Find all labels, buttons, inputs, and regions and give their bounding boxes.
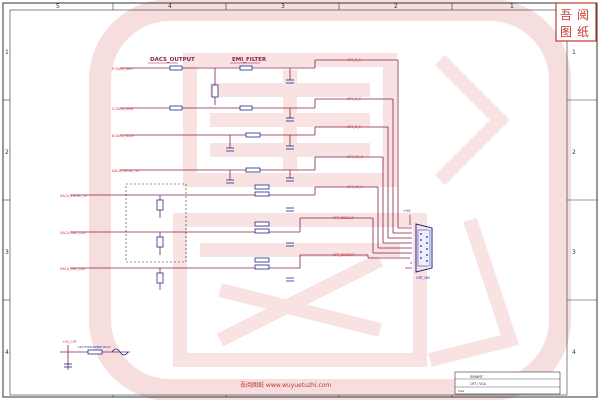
- row-label: 4: [5, 349, 9, 356]
- col-label: 1: [510, 3, 514, 10]
- net-label: CRT_G_C: [347, 97, 362, 101]
- net-label: G DACA_GRN: [112, 107, 134, 111]
- svg-text:SMART: SMART: [470, 374, 484, 379]
- rgb-red-channel: [120, 59, 399, 228]
- footer-watermark: 吾阅图纸 www.wuyuetuzhi.com: [240, 381, 331, 389]
- component-group: [169, 65, 270, 270]
- net-label: R DACA_RED: [112, 67, 133, 71]
- net-label: DACA_HSYNC_5V: [112, 169, 140, 173]
- svg-text:阅: 阅: [577, 8, 589, 22]
- net-label: DACA_DDC_CLK: [60, 231, 86, 235]
- pulldown-resistor-box: [125, 183, 187, 263]
- net-label: B DACA_BLUE: [112, 134, 134, 138]
- row-label: 3: [5, 249, 9, 256]
- net-label: DACA_DDC_DAT: [60, 267, 86, 271]
- net-label: CRT_B_C: [347, 125, 362, 129]
- rgb-green-channel: [120, 98, 394, 233]
- col-label: 4: [168, 3, 172, 10]
- power-5v-label: +5V: [403, 209, 411, 213]
- section-title-dacs-output: DACS_OUTPUT: [150, 57, 195, 63]
- row-label: 3: [572, 249, 576, 256]
- watermark-seal: [89, 0, 571, 400]
- rgb-blue-channel: [120, 126, 389, 238]
- vga-connector: CRT_HD: [415, 223, 433, 280]
- row-label: 2: [5, 149, 9, 156]
- net-label: DACA_VSYNC_5V: [60, 194, 88, 198]
- hsync-channel: [120, 156, 384, 243]
- col-label: 3: [281, 3, 285, 10]
- row-label: 4: [572, 349, 576, 356]
- power-filter-block: +5V_CRT L43 FCM1608KF-601T: [60, 340, 130, 370]
- row-label: 2: [572, 149, 576, 156]
- col-label: 5: [56, 3, 60, 10]
- publisher-stamp: 吾 阅 图 纸: [555, 2, 597, 42]
- svg-text:CRT_HD: CRT_HD: [416, 276, 430, 280]
- net-label: CRT_R_C: [347, 58, 362, 62]
- svg-text:+5V_CRT: +5V_CRT: [62, 340, 77, 344]
- row-label: 1: [572, 49, 576, 56]
- section-title-emi-filter: EMI_FILTER: [232, 57, 267, 63]
- connector-bus: [373, 215, 412, 269]
- svg-text:L43 FCM1608KF-601T: L43 FCM1608KF-601T: [78, 345, 111, 349]
- vsync-channel: [70, 186, 379, 248]
- col-label: 2: [394, 3, 398, 10]
- svg-text:Size: Size: [458, 389, 464, 393]
- svg-text:纸: 纸: [577, 25, 589, 39]
- svg-text:CRT / VGA: CRT / VGA: [470, 382, 487, 386]
- net-label: CRT_HS_C: [347, 155, 364, 159]
- pulldown-resistors: [156, 195, 164, 290]
- svg-text:图: 图: [560, 25, 572, 39]
- capacitor-group: [226, 79, 294, 282]
- net-label: CRT_DDCCLK: [333, 216, 355, 220]
- net-label: CRT_VS_C: [347, 185, 364, 189]
- svg-text:吾: 吾: [560, 8, 572, 22]
- title-block: SMART CRT / VGA Size: [454, 371, 561, 395]
- net-label: CRT_DDCDAT: [333, 253, 354, 257]
- row-label: 1: [5, 49, 9, 56]
- sheet-inner-border: [9, 9, 568, 396]
